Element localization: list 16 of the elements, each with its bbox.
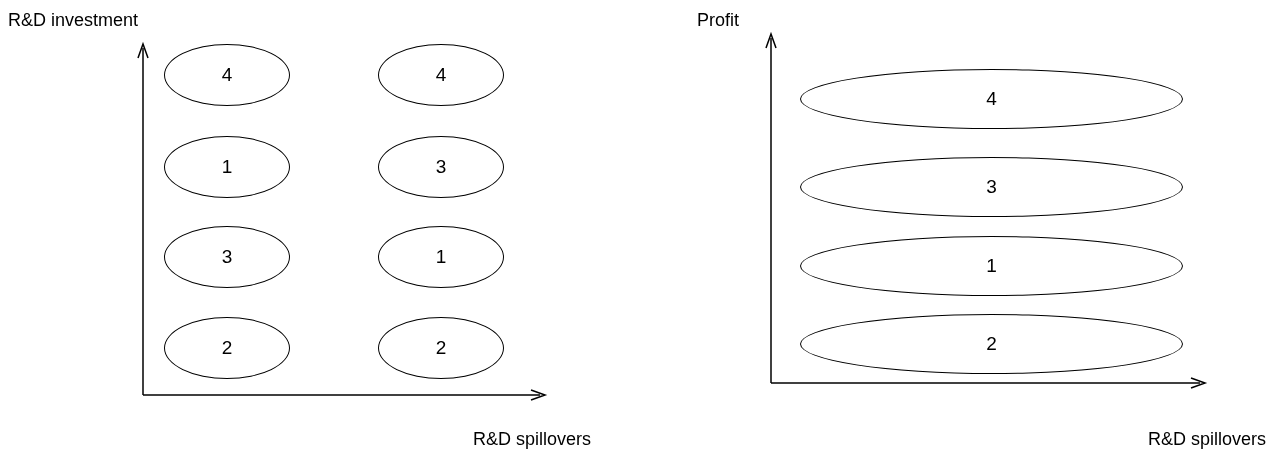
axis-label: Profit [697,10,739,31]
ellipse-label: 1 [435,246,447,268]
axis-label: R&D spillovers [1148,429,1267,450]
ellipse-label: 1 [221,156,233,178]
ellipse-label: 4 [435,64,447,86]
axis-label: R&D spillovers [473,429,592,450]
ellipse-label: 2 [221,337,233,359]
ellipse-label: 4 [986,88,997,110]
ellipse-label: 1 [986,255,997,277]
ellipse-label: 2 [986,333,997,355]
ellipse-label: 4 [221,64,233,86]
ellipse-label: 3 [221,246,233,268]
ellipse-label: 3 [986,176,997,198]
axis-label: R&D investment [8,10,139,31]
ellipse-label: 3 [435,156,447,178]
ellipse-label: 2 [435,337,447,359]
